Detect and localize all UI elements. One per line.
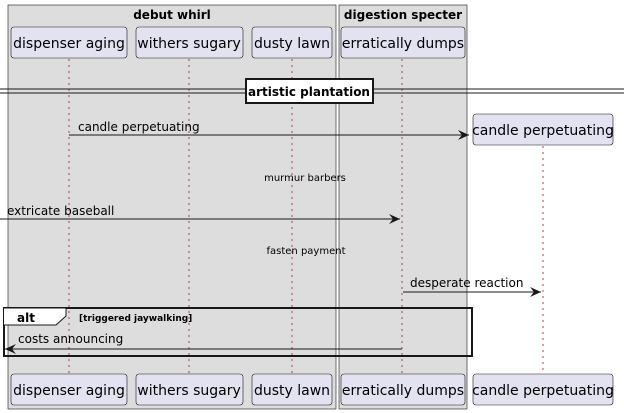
participant-label: erratically dumps [342,36,464,52]
participant-label: erratically dumps [342,383,464,399]
delay-label: murmur barbers [264,173,346,184]
lifelines [68,59,544,373]
participant-label: dispenser aging [13,36,125,52]
participant-dispenser-aging[interactable]: dispenser aging [10,26,128,59]
participant-label: withers sugary [137,383,241,399]
participant-dispenser-aging-footer[interactable]: dispenser aging [10,373,128,406]
message-label: extricate baseball [7,204,114,218]
box-debut-whirl: debut whirl [7,4,337,410]
alt-guard: [triggered jaywalking] [79,314,192,324]
message-label: desperate reaction [410,276,523,290]
participant-label: candle perpetuating [472,383,614,399]
message-label: costs announcing [18,332,123,346]
message-candle-perpetuating: candle perpetuating [69,120,469,140]
participant-erratically-dumps[interactable]: erratically dumps [340,26,466,59]
participant-dusty-lawn[interactable]: dusty lawn [251,26,333,59]
participant-withers-sugary-footer[interactable]: withers sugary [135,373,244,406]
participant-withers-sugary[interactable]: withers sugary [135,26,244,59]
participant-dusty-lawn-footer[interactable]: dusty lawn [251,373,333,406]
message-label: candle perpetuating [78,120,200,134]
box-title: debut whirl [133,8,211,22]
participant-label: candle perpetuating [472,123,614,139]
participant-label: dusty lawn [254,383,330,399]
participant-candle-perpetuating-footer[interactable]: candle perpetuating [472,373,614,406]
alt-keyword: alt [17,311,35,325]
message-costs-announcing: costs announcing [5,332,402,354]
participant-label: withers sugary [137,36,241,52]
participant-erratically-dumps-footer[interactable]: erratically dumps [340,373,466,406]
alt-fragment: alt [triggered jaywalking] [3,307,473,357]
participant-label: dispenser aging [13,383,125,399]
message-desperate-reaction: desperate reaction [403,276,541,297]
message-extricate-baseball: extricate baseball [0,204,400,224]
divider-label: artistic plantation [248,85,370,99]
box-title: digestion specter [344,8,462,22]
participant-label: dusty lawn [254,36,330,52]
delay-label: fasten payment [267,246,346,257]
divider: artistic plantation [0,78,624,104]
box-digestion-specter: digestion specter [338,4,468,410]
participant-candle-perpetuating[interactable]: candle perpetuating [472,113,614,146]
